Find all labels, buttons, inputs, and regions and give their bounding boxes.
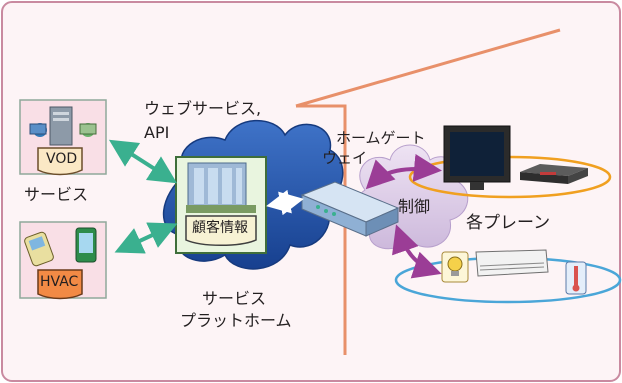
vod-label: VOD (46, 151, 78, 167)
arrow-gateway-appliance (392, 224, 442, 279)
arrow-hvac-platform (114, 222, 178, 254)
customer-info-label: 顧客情報 (192, 220, 248, 236)
platform-label-2: プラットホーム (180, 311, 292, 330)
hvac-tag (37, 269, 83, 300)
server-icon (29, 106, 97, 146)
vod-service-box (19, 99, 107, 176)
arrow-platform-gateway (266, 189, 304, 216)
control-label: 制御 (398, 197, 431, 216)
home-gateway-label-2: ウェイ (322, 149, 368, 167)
router-icon (300, 181, 400, 237)
arrow-gateway-av (365, 153, 442, 190)
thermometer-icon (565, 261, 587, 295)
home-gateway-label-1: ホームゲート (336, 129, 426, 147)
services-label: サービス (24, 185, 89, 204)
customer-info-card (175, 156, 267, 254)
api-label: API (144, 123, 170, 142)
air-conditioner-icon (475, 249, 549, 277)
set-top-box-icon (520, 164, 588, 184)
web-services-label: ウェブサービス, (144, 99, 262, 118)
planes-label: 各プレーン (466, 213, 551, 233)
light-bulb-icon (441, 251, 469, 283)
customer-info-tag (185, 215, 257, 246)
divider-line (295, 28, 561, 355)
hvac-label: HVAC (40, 274, 79, 290)
tv-icon (443, 125, 511, 190)
platform-label-1: サービス (202, 289, 267, 308)
phone-icon (24, 227, 97, 267)
building-icon (186, 162, 256, 213)
arrow-vod-platform (108, 139, 178, 184)
hvac-service-box (19, 221, 107, 300)
vod-tag (37, 147, 83, 176)
